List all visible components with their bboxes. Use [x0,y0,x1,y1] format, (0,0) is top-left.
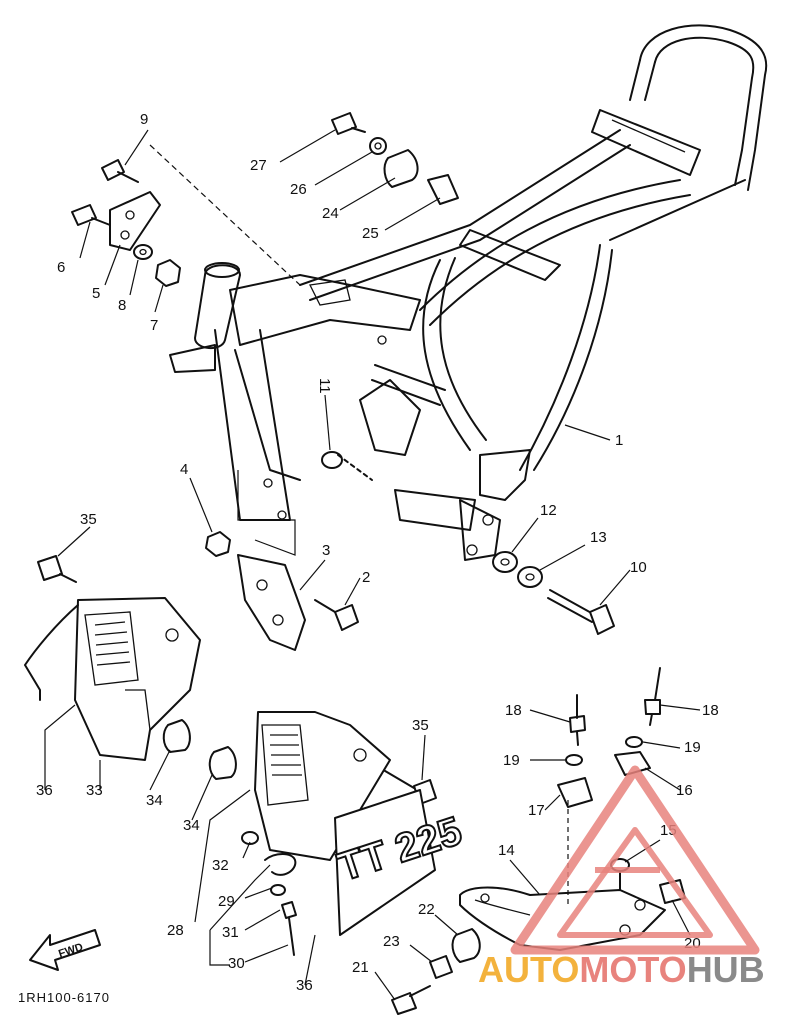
watermark-auto: AUTO [478,949,579,990]
callout-19-left: 19 [503,752,520,769]
callout-4: 4 [180,461,188,478]
callout-2: 2 [362,569,370,586]
callout-36-left: 36 [36,782,53,799]
callout-27: 27 [250,157,267,174]
skid-plate [459,886,666,951]
callout-9: 9 [140,111,148,128]
callout-26: 26 [290,181,307,198]
callout-34-left: 34 [146,792,163,809]
callout-24: 24 [322,205,339,222]
watermark-text: AUTOMOTOHUB [478,949,765,990]
callout-5: 5 [92,285,100,302]
left-side-cover [24,597,201,761]
mount-plate [109,191,161,251]
callout-35-right: 35 [412,717,429,734]
small-parts [37,112,686,1015]
callout-14: 14 [498,842,515,859]
leader-lines [44,129,701,1001]
frame [169,24,768,561]
watermark-logo: AUTOMOTOHUB [478,765,765,990]
callout-36-right: 36 [296,977,313,994]
callout-12: 12 [540,502,557,519]
callout-10: 10 [630,559,647,576]
callout-16: 16 [676,782,693,799]
callout-13: 13 [590,529,607,546]
callout-6: 6 [57,259,65,276]
callout-1: 1 [615,432,623,449]
callout-8: 8 [118,297,126,314]
watermark-hub: HUB [687,949,765,990]
callout-32: 32 [212,857,229,874]
engine-bracket [237,470,306,651]
fwd-arrow-icon: FWD [29,929,101,971]
diagram-code: 1RH100-6170 [18,990,110,1005]
callout-28: 28 [167,922,184,939]
callout-33: 33 [86,782,103,799]
callout-31: 31 [222,924,239,941]
watermark-moto: MOTO [579,949,686,990]
decal: TT 225 [332,789,468,936]
callout-34-right: 34 [183,817,200,834]
callout-29: 29 [218,893,235,910]
callouts: 1 2 3 4 5 6 7 8 9 10 11 12 13 14 15 16 1… [36,111,719,994]
callout-3: 3 [322,542,330,559]
callout-35-left: 35 [80,511,97,528]
callout-18-right: 18 [702,702,719,719]
callout-21: 21 [352,959,369,976]
callout-17: 17 [528,802,545,819]
callout-18-left: 18 [505,702,522,719]
callout-30: 30 [228,955,245,972]
callout-19-right: 19 [684,739,701,756]
callout-25: 25 [362,225,379,242]
callout-23: 23 [383,933,400,950]
callout-7: 7 [150,317,158,334]
callout-11: 11 [316,378,333,394]
callout-22: 22 [418,901,435,918]
